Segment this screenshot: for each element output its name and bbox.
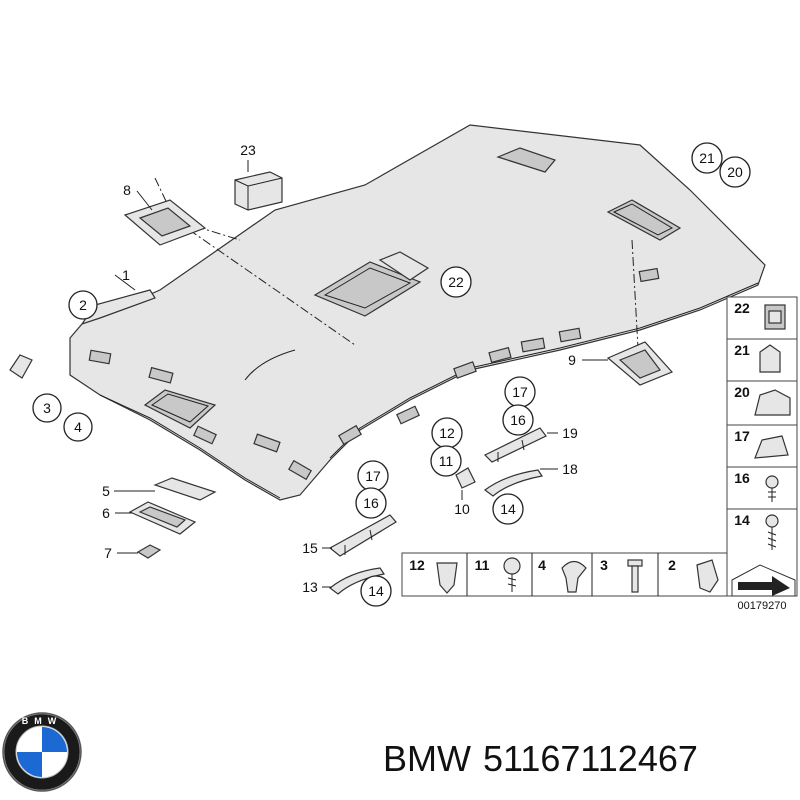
legend-right-14: 14 — [734, 512, 750, 528]
svg-text:3: 3 — [43, 400, 51, 416]
part-number: 51167112467 — [482, 738, 698, 779]
svg-text:16: 16 — [510, 412, 526, 428]
legend-right-16: 16 — [734, 470, 750, 486]
callout-2: 2 — [68, 290, 98, 320]
legend-bottom-3: 3 — [600, 557, 608, 573]
callout-14-right: 14 — [492, 493, 524, 525]
label-leaders — [114, 160, 608, 588]
part-5-cover — [153, 477, 217, 501]
diagram-code: 00179270 — [738, 600, 787, 612]
svg-text:16: 16 — [363, 495, 379, 511]
label-5: 5 — [102, 483, 110, 499]
bmw-logo: BMW — [2, 712, 82, 792]
svg-text:17: 17 — [365, 468, 381, 484]
callout-14-left: 14 — [360, 575, 392, 607]
callout-17-right: 17 — [504, 376, 536, 408]
part-18-handle — [483, 469, 544, 497]
svg-text:20: 20 — [727, 164, 743, 180]
svg-text:2: 2 — [79, 297, 87, 313]
legend-bottom-4: 4 — [538, 557, 546, 573]
label-9: 9 — [568, 352, 576, 368]
legend-right-17: 17 — [734, 428, 750, 444]
label-13: 13 — [302, 579, 318, 595]
legend-bottom-11: 11 — [475, 557, 490, 573]
part-8-console — [123, 199, 207, 246]
svg-text:14: 14 — [500, 501, 516, 517]
part-6-lamp — [128, 501, 197, 535]
callout-4: 4 — [63, 412, 93, 442]
legend-right-21: 21 — [734, 342, 750, 358]
part-10-clip — [455, 467, 476, 489]
label-8: 8 — [123, 182, 131, 198]
legend-right-20: 20 — [734, 384, 750, 400]
label-10: 10 — [454, 501, 470, 517]
logo-letters: BMW — [22, 716, 63, 726]
callout-22: 22 — [440, 266, 472, 298]
legend-bottom-12: 12 — [409, 557, 425, 573]
label-15: 15 — [302, 540, 318, 556]
callout-16-left: 16 — [355, 487, 387, 519]
part-15-bracket — [328, 514, 397, 557]
part-13-handle — [329, 567, 385, 595]
callout-12: 12 — [431, 417, 463, 449]
plain-labels: 1 8 23 5 6 7 9 10 13 15 18 19 — [102, 142, 578, 595]
callout-3: 3 — [32, 393, 62, 423]
svg-text:17: 17 — [512, 384, 528, 400]
part-9-lamp — [606, 341, 674, 386]
label-19: 19 — [562, 425, 578, 441]
brand-name: BMW — [383, 738, 471, 779]
part-7-switch — [136, 544, 162, 559]
callout-21: 21 — [691, 142, 723, 174]
callout-17-left: 17 — [357, 460, 389, 492]
legend-right-22: 22 — [734, 300, 750, 316]
label-1: 1 — [122, 267, 130, 283]
label-6: 6 — [102, 505, 110, 521]
part-23-block — [234, 171, 283, 211]
headliner-panel — [9, 124, 766, 501]
label-23: 23 — [240, 142, 256, 158]
svg-text:12: 12 — [439, 425, 455, 441]
callout-16-right: 16 — [502, 404, 534, 436]
svg-text:11: 11 — [439, 453, 454, 469]
callout-20: 20 — [719, 156, 751, 188]
legend-right: 22 21 20 17 16 14 — [726, 296, 798, 597]
svg-text:14: 14 — [368, 583, 384, 599]
svg-text:4: 4 — [74, 419, 82, 435]
brand-caption: BMW 51167112467 — [383, 738, 710, 780]
svg-text:21: 21 — [699, 150, 715, 166]
label-18: 18 — [562, 461, 578, 477]
callout-11: 11 — [430, 445, 462, 477]
part-19-bracket — [483, 427, 547, 463]
svg-text:22: 22 — [448, 274, 464, 290]
legend-bottom: 12 11 4 3 2 00179270 — [401, 552, 787, 612]
circled-callouts: 2 3 4 22 21 20 17 16 12 11 14 17 16 14 — [32, 142, 751, 607]
label-7: 7 — [104, 545, 112, 561]
legend-bottom-2: 2 — [668, 557, 676, 573]
